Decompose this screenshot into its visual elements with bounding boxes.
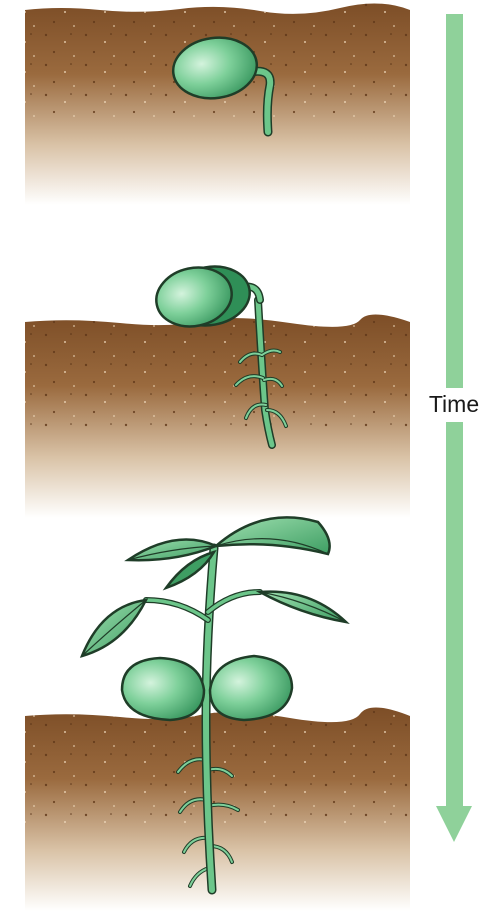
leaf-right-lower: [260, 592, 346, 622]
time-label: Time: [429, 391, 479, 417]
time-arrow-shaft-top: [446, 14, 463, 388]
time-arrow: Time: [429, 14, 479, 842]
cotyledon-right: [210, 656, 292, 720]
soil-panel-1: [25, 3, 410, 205]
soil-panel-3: [25, 707, 410, 911]
cotyledon-left: [122, 658, 204, 720]
soil-panel-2: [25, 314, 410, 518]
time-arrow-head: [436, 806, 472, 842]
time-arrow-shaft-bottom: [446, 422, 463, 808]
leaf-right-upper: [216, 517, 330, 554]
